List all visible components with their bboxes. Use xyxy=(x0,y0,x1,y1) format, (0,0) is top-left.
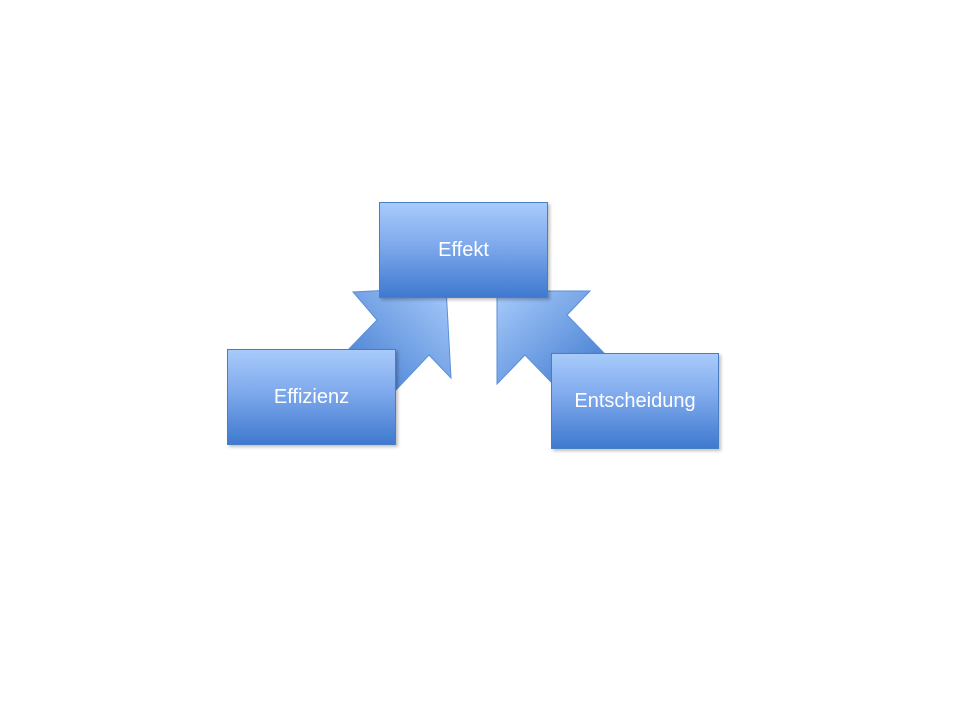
node-effizienz: Effizienz xyxy=(227,349,396,445)
node-entscheidung: Entscheidung xyxy=(551,353,719,449)
node-effekt-label: Effekt xyxy=(438,238,489,261)
node-effekt: Effekt xyxy=(379,202,548,298)
node-effizienz-label: Effizienz xyxy=(273,385,350,408)
node-entscheidung-label: Entscheidung xyxy=(574,389,696,412)
